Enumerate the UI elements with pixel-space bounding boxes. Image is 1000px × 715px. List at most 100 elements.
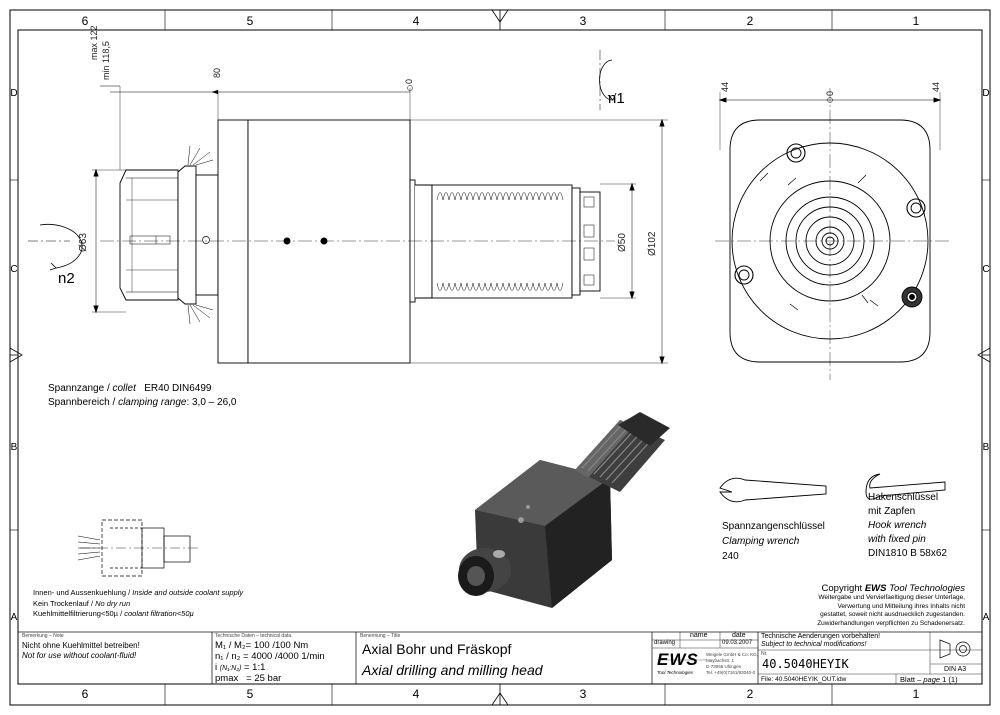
- coolant-note-1-de: Innen- und Aussenkuehlung /: [33, 588, 133, 597]
- title-de: Axial Bohr und Fräskopf: [362, 641, 512, 657]
- copyright-brand: EWS: [864, 583, 887, 594]
- hook-wrench-de-2: mit Zapfen: [868, 506, 916, 517]
- isometric-render: [458, 412, 670, 608]
- coolant-note-3-en: coolant filtration<50µ: [124, 609, 194, 618]
- sheet-value: 1 (1): [942, 675, 958, 684]
- changes-de: Technische Aenderungen vorbehalten!: [761, 633, 881, 640]
- coolant-note-1-en: Inside and outside coolant supply: [132, 588, 244, 597]
- hook-wrench-text: Hakenschlüssel mit Zapfen Hook wrench wi…: [868, 491, 947, 561]
- remark-de: Nicht ohne Kuehlmittel betreiben!: [22, 641, 140, 650]
- ews-logo: [656, 652, 706, 672]
- ratio-i: i: [215, 662, 220, 673]
- wrench-icons: [719, 473, 946, 503]
- collet-label-de: Spannzange /: [48, 383, 113, 394]
- ews-logo-text: EWS: [657, 650, 699, 669]
- changes-en: Subject to technical modifications!: [761, 641, 867, 648]
- col-label-bottom-6: 6: [82, 687, 89, 701]
- collet-wrench-text: Spannzangenschlüssel Clamping wrench 240: [722, 519, 825, 564]
- row-label-left-A: A: [11, 612, 18, 623]
- coolant-notes: Innen- und Aussenkuehlung / Inside and o…: [33, 588, 243, 620]
- tech-data-header: Technische Daten – technical data: [215, 633, 292, 639]
- pressure-line: pmax = 25 bar: [215, 673, 281, 684]
- collet-type: ER40 DIN6499: [144, 383, 212, 394]
- address-line-4: Tel. +49(0)7161/93040-0: [706, 670, 756, 675]
- shank-serration: [436, 192, 564, 291]
- hook-wrench-standard: DIN1810 B 58x62: [868, 548, 947, 559]
- copyright-prefix: Copyright: [821, 583, 865, 594]
- copyright-suffix: Tool Technologies: [886, 583, 965, 594]
- collet-spec: Spannzange / collet ER40 DIN6499 Spannbe…: [48, 382, 236, 410]
- rotation-label-n1: n1: [608, 90, 625, 107]
- address-line-2: Maybachstr. 1: [706, 658, 735, 663]
- copyright-line-3: gestattet, soweit nicht ausdruecklich zu…: [820, 611, 965, 618]
- title-header: Benennung – Title: [360, 633, 401, 639]
- col-label-top-1: 1: [913, 14, 920, 28]
- row-label-left-D: D: [10, 88, 17, 99]
- col-label-top-6: 6: [82, 14, 89, 28]
- row-label-left-C: C: [10, 264, 17, 275]
- collet-label-en: collet: [112, 383, 136, 394]
- clamping-range-label-de: Spannbereich /: [48, 397, 119, 408]
- coolant-schematic: [77, 519, 200, 577]
- clamping-range-label-en: clamping range: [118, 397, 187, 408]
- row-label-right-C: C: [982, 264, 989, 275]
- border-labels: 6 5 4 3 2 1 6 5 4 3 2 1 D C B A D C B A: [10, 14, 989, 701]
- row-drawing-label: drawing: [654, 640, 676, 646]
- speed-line: n₁ / n₂ = 4000 /4000 1/min: [215, 651, 325, 662]
- ratio-line: i (N₁:N₂) = 1:1: [215, 662, 265, 673]
- ews-logo-subtitle: Tool Technologies: [657, 670, 693, 675]
- hook-wrench-en-2: with fixed pin: [868, 534, 926, 545]
- front-view: [715, 88, 950, 380]
- side-view: [28, 50, 668, 365]
- ratio-note: (N₁:N₂): [219, 665, 242, 672]
- hook-wrench-en-1: Hook wrench: [868, 520, 927, 531]
- row-label-right-D: D: [982, 88, 989, 99]
- file-name: File: 40.5040HEYIK_OUT.idw: [761, 676, 847, 683]
- dim-max: max 122: [89, 25, 99, 60]
- copyright-line-1: Weitergabe und Vervielfaeltigung dieser …: [818, 594, 965, 601]
- clamping-range-value: : 3,0 – 26,0: [186, 397, 237, 408]
- torque-line: M₁ / M₂= 100 /100 Nm: [215, 640, 309, 651]
- coolant-note-3-de: Kuehlmittelfiltrierung<50µ /: [33, 609, 125, 618]
- address-line-1: Weigele GmbH & Co. KG,: [706, 652, 758, 657]
- part-number: 40.5040HEYIK: [762, 657, 849, 671]
- dim-d50: Ø50: [617, 233, 628, 252]
- address-line-3: D-73066 Uhingen: [706, 664, 742, 669]
- col-label-bottom-1: 1: [913, 687, 920, 701]
- row-label-right-B: B: [983, 442, 990, 453]
- sheet-number: Blatt – page 1 (1): [900, 675, 958, 684]
- collet-wrench-size: 240: [722, 551, 739, 562]
- copyright-line-2: Verwertung und Mitteilung ihres Inhalts …: [837, 602, 965, 610]
- title-en: Axial drilling and milling head: [362, 662, 543, 678]
- copyright-block: Copyright EWS Tool Technologies Weiterga…: [785, 583, 965, 628]
- number-label: Nr.: [761, 651, 768, 657]
- rotation-label-n2: n2: [58, 270, 75, 287]
- hook-wrench-shape: [865, 473, 946, 500]
- title-block-grid: [17, 631, 983, 685]
- dim-d102: Ø102: [647, 231, 658, 256]
- dim-44-right: 44: [931, 81, 941, 92]
- col-label-bottom-3: 3: [580, 687, 587, 701]
- collet-wrench-en: Clamping wrench: [722, 536, 800, 547]
- collet-wrench-de: Spannzangenschlüssel: [722, 521, 825, 532]
- pressure-value: = 25 bar: [246, 673, 282, 684]
- dim-80: 80: [212, 67, 222, 78]
- copyright-line-4: Zuwiderhandlungen verpflichten zu Schade…: [817, 619, 965, 627]
- coolant-note-2-de: Kein Trockenlauf /: [33, 598, 96, 608]
- pressure-label: pmax: [215, 673, 239, 684]
- remark-header: Bemerkung – Note: [22, 633, 64, 639]
- col-name-header: name: [690, 632, 708, 639]
- sheet-label-en: page: [923, 675, 941, 684]
- hook-wrench-de-1: Hakenschlüssel: [868, 492, 939, 503]
- remark-en: Not for use without coolant-fluid!: [22, 651, 137, 660]
- row-label-left-B: B: [11, 442, 18, 453]
- coolant-note-2-en: No dry run: [95, 598, 131, 608]
- col-label-top-2: 2: [747, 14, 754, 28]
- dim-min: min 118,5: [101, 41, 111, 80]
- col-label-bottom-5: 5: [247, 687, 254, 701]
- col-label-bottom-4: 4: [413, 687, 420, 701]
- dim-d63: Ø63: [78, 233, 89, 252]
- din-format: DIN A3: [944, 666, 967, 673]
- sheet-label-de: Blatt –: [900, 675, 924, 684]
